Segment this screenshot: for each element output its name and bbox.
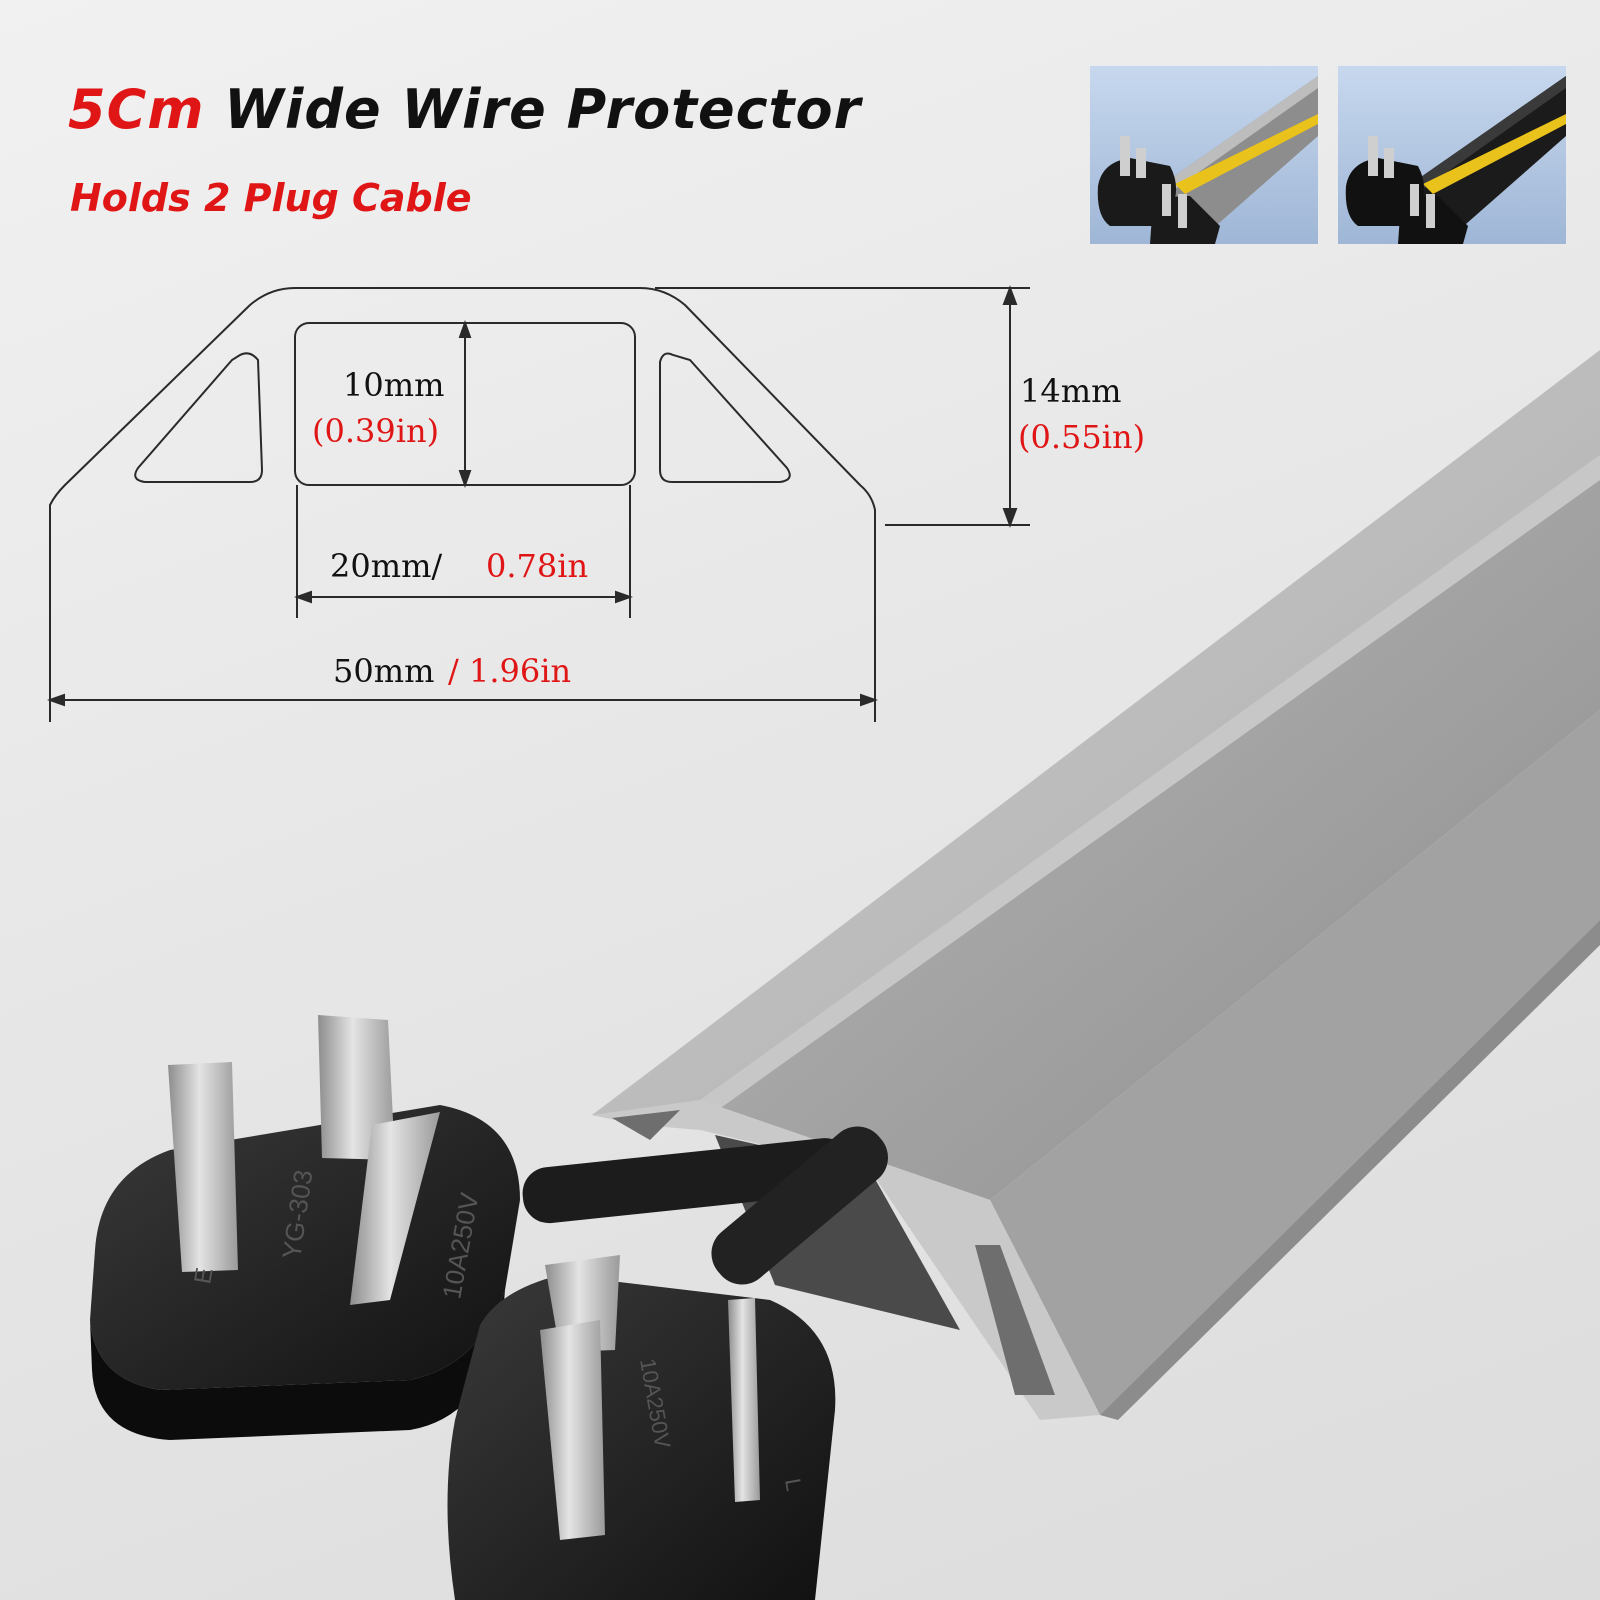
protector-right-ramp bbox=[990, 710, 1600, 1415]
total-width-mm: 50mm bbox=[333, 652, 435, 690]
profile-right-hole bbox=[659, 352, 791, 483]
inner-height-mm: 10mm bbox=[343, 366, 445, 404]
protector-right-edge bbox=[1100, 920, 1600, 1420]
plug-upper-base bbox=[90, 1290, 505, 1440]
plug-upper-pin-earth bbox=[318, 1015, 395, 1160]
arrow-inner-height-bottom bbox=[458, 470, 472, 488]
total-height-inch: (0.55in) bbox=[1018, 418, 1146, 456]
cross-section-diagram bbox=[47, 285, 1030, 722]
protector-top-ridge bbox=[700, 455, 1600, 1112]
protector-right-hole bbox=[975, 1245, 1055, 1395]
title-text: Wide Wire Protector bbox=[224, 78, 862, 141]
arrow-inner-width-right bbox=[615, 590, 633, 604]
total-height-mm: 14mm bbox=[1020, 372, 1122, 410]
cable-lower bbox=[711, 1126, 888, 1285]
cables bbox=[522, 1126, 888, 1285]
profile-left-hole bbox=[134, 352, 264, 483]
plug-lower-body bbox=[447, 1275, 836, 1600]
profile-outline bbox=[49, 287, 876, 525]
arrow-total-height-top bbox=[1002, 285, 1018, 305]
arrow-total-width-right bbox=[860, 693, 878, 707]
thumbnail-gray-image bbox=[1097, 76, 1318, 244]
plug-lower: 10A250V L bbox=[447, 1255, 836, 1600]
protector-left-ramp bbox=[592, 350, 1600, 1125]
thumbnail-gray-variant[interactable] bbox=[1090, 66, 1318, 244]
plug-upper-earth-text: E bbox=[189, 1266, 218, 1286]
plug-lower-line-text: L bbox=[780, 1477, 807, 1493]
plug-lower-pin-right bbox=[728, 1298, 760, 1502]
title-accent: 5Cm bbox=[68, 78, 205, 141]
total-width-inch: / 1.96in bbox=[448, 652, 572, 690]
plug-upper-pin-left bbox=[168, 1062, 238, 1272]
page-subtitle: Holds 2 Plug Cable bbox=[70, 176, 472, 220]
arrow-inner-height-top bbox=[458, 320, 472, 338]
arrow-inner-width-left bbox=[294, 590, 312, 604]
arrow-total-width-left bbox=[47, 693, 65, 707]
protector-left-hole bbox=[612, 1110, 680, 1140]
inner-width-mm: 20mm/ bbox=[330, 547, 443, 585]
page-title: 5Cm Wide Wire Protector bbox=[68, 78, 861, 141]
protector-top-face bbox=[700, 455, 1600, 1200]
inner-width-inch: 0.78in bbox=[486, 547, 589, 585]
inner-height-inch: (0.39in) bbox=[312, 412, 440, 450]
thumbnail-black-image bbox=[1345, 76, 1566, 244]
plug-upper-pin-right bbox=[350, 1112, 440, 1305]
arrow-total-height-bottom bbox=[1002, 508, 1018, 528]
plug-lower-pin-left bbox=[540, 1320, 605, 1540]
plug-upper: YG-303 10A250V E bbox=[90, 1015, 520, 1440]
cable-upper bbox=[522, 1138, 852, 1224]
thumbnail-black-variant[interactable] bbox=[1338, 66, 1566, 244]
